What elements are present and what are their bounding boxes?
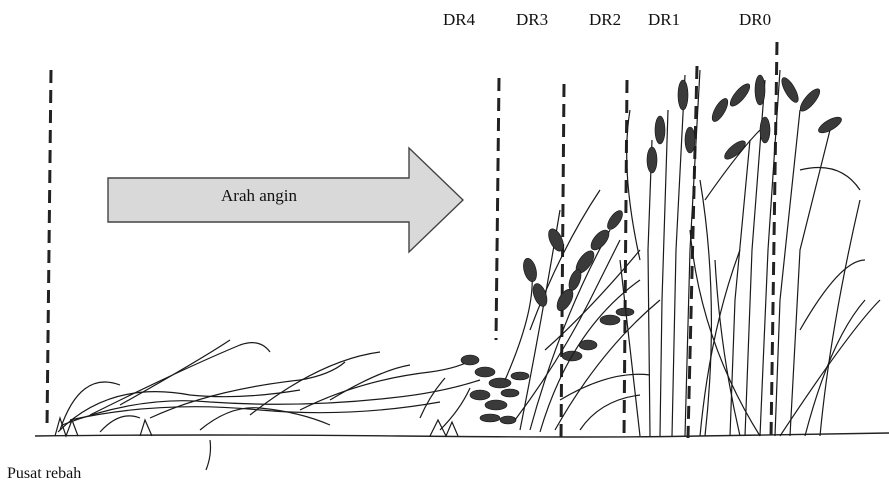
zone-label-dr2: DR2 <box>589 10 621 30</box>
boundary-dr2-line <box>624 80 627 438</box>
zone-label-dr1: DR1 <box>648 10 680 30</box>
wind-direction-label: Arah angin <box>221 186 297 206</box>
zone-label-dr4: DR4 <box>443 10 475 30</box>
lodging-center-label: Pusat rebah <box>7 465 81 483</box>
boundary-dr0-line <box>771 42 777 438</box>
zone-label-dr3: DR3 <box>516 10 548 30</box>
lodged-plants <box>55 340 480 470</box>
grain-clusters <box>461 308 634 424</box>
boundary-dr4-line <box>496 78 499 340</box>
leaning-plants <box>505 190 660 432</box>
ground-line <box>35 433 889 437</box>
zone-label-dr0: DR0 <box>739 10 771 30</box>
upright-panicles <box>647 75 844 173</box>
boundary-dr3-line <box>561 84 564 438</box>
boundary-center-line <box>47 70 51 428</box>
